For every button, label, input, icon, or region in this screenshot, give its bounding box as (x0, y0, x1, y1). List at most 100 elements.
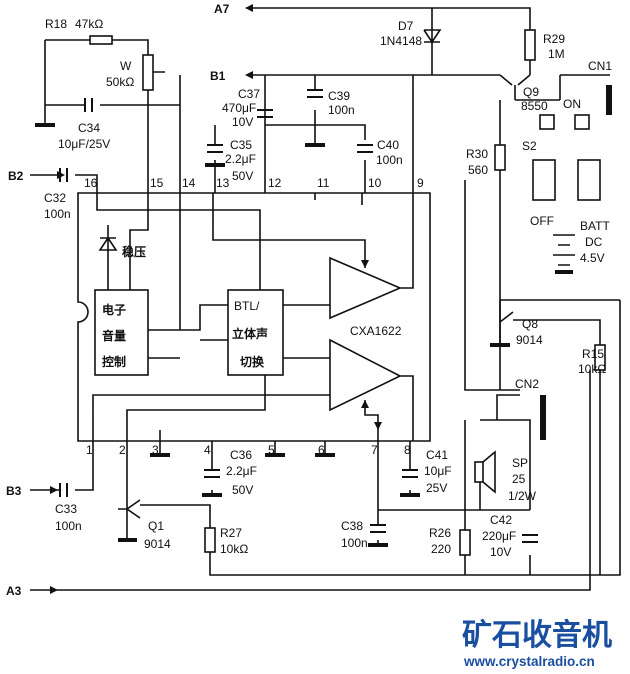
parts-off-label: OFF (530, 214, 554, 228)
parts-c37-ref-label: C37 (238, 87, 260, 101)
pin-3: 3 (152, 443, 159, 457)
parts-r29-val-label: 1M (548, 47, 565, 61)
pin-2: 2 (119, 443, 126, 457)
parts-c36-volt-label: 50V (232, 483, 253, 497)
parts-c34-ref-label: C34 (78, 121, 100, 135)
parts-c41-ref-label: C41 (426, 448, 448, 462)
parts-sp-power-label: 1/2W (508, 489, 537, 503)
net-b3: B3 (6, 484, 22, 498)
parts-q9-val-label: 8550 (521, 99, 548, 113)
net-a3: A3 (6, 584, 22, 598)
parts-batt-val-label: 4.5V (580, 251, 605, 265)
parts-c32-ref-label: C32 (44, 191, 66, 205)
parts-r30-val-label: 560 (468, 163, 488, 177)
parts-d7-ref-label: D7 (398, 19, 414, 33)
pin-12: 12 (268, 176, 282, 190)
components (35, 29, 612, 556)
volume-label-3: 控制 (102, 354, 126, 369)
parts-c35-volt-label: 50V (232, 169, 253, 183)
parts-c39-ref-label: C39 (328, 89, 350, 103)
parts-q8-ref-label: Q8 (522, 317, 538, 331)
w-potentiometer (142, 54, 154, 91)
pin-6: 6 (318, 443, 325, 457)
parts-c36-ref-label: C36 (230, 448, 252, 462)
parts-c33-val-label: 100n (55, 519, 82, 533)
parts-c42-ref-label: C42 (490, 513, 512, 527)
parts-c41-volt-label: 25V (426, 481, 447, 495)
parts-c39-val-label: 100n (328, 103, 355, 117)
speaker-icon (474, 461, 484, 483)
volume-control-block (94, 289, 149, 376)
c35-capacitor (207, 144, 223, 153)
s2-switch-left (532, 159, 556, 201)
q8-transistor (499, 300, 514, 345)
parts-sp-ref-label: SP (512, 456, 528, 470)
c39-capacitor (307, 89, 323, 98)
parts-q1-ref-label: Q1 (148, 519, 164, 533)
parts-r18-val-label: 47kΩ (75, 17, 103, 31)
ic-body (77, 192, 431, 442)
cn2-jack (540, 395, 546, 440)
net-b1: B1 (210, 69, 226, 83)
parts-sp-val-label: 25 (512, 472, 526, 486)
r15-resistor (594, 344, 606, 371)
r18-resistor (89, 35, 113, 45)
btl-label-1: BTL/ (234, 299, 260, 313)
r26-resistor (459, 529, 471, 556)
parts-batt-type-label: DC (585, 235, 603, 249)
parts-c41-val-label: 10μF (424, 464, 452, 478)
pin-16: 16 (84, 176, 98, 190)
regulator-label: 稳压 (122, 244, 146, 259)
pin-8: 8 (404, 443, 411, 457)
pin-4: 4 (204, 443, 211, 457)
parts-r30-ref-label: R30 (466, 147, 488, 161)
pin-14: 14 (182, 176, 196, 190)
pins-top: 16 15 14 13 12 11 10 9 (84, 176, 424, 190)
pin-7: 7 (371, 443, 378, 457)
parts-q9-ref-label: Q9 (523, 85, 539, 99)
external-wiring (30, 7, 621, 591)
pin-13: 13 (216, 176, 230, 190)
pin-10: 10 (368, 176, 382, 190)
parts-q1-val-label: 9014 (144, 537, 171, 551)
c41-capacitor (402, 469, 418, 478)
parts-c33-ref-label: C33 (55, 502, 77, 516)
r27-resistor (204, 527, 216, 553)
volume-label-2: 音量 (102, 328, 126, 343)
c38-capacitor (370, 524, 386, 533)
c40-capacitor (357, 144, 373, 153)
pin-5: 5 (268, 443, 275, 457)
on-contact-right (574, 114, 590, 130)
parts-r15-ref-label: R15 (582, 347, 604, 361)
parts-c32-val-label: 100n (44, 207, 71, 221)
parts-c37-val-label: 470μF (222, 101, 256, 115)
parts-r26-ref-label: R26 (429, 526, 451, 540)
s2-switch-right (577, 159, 601, 201)
pin-15: 15 (150, 176, 164, 190)
parts-r18-ref-label: R18 (45, 17, 67, 31)
parts-cn1-label: CN1 (588, 59, 612, 73)
q1-transistor (118, 499, 141, 519)
parts-r15-val-label: 10kΩ (578, 362, 606, 376)
parts-cn2-label: CN2 (515, 377, 539, 391)
btl-stereo-switch-block (227, 289, 284, 376)
parts-c40-val-label: 100n (376, 153, 403, 167)
r30-resistor (494, 144, 506, 171)
parts-on-label: ON (563, 97, 581, 111)
parts-c38-val-label: 100n (341, 536, 368, 550)
pins-bottom: 1 2 3 4 5 6 7 8 (86, 443, 411, 457)
parts-r29-ref-label: R29 (543, 32, 565, 46)
c32-capacitor (59, 168, 68, 182)
parts-c37-volt-label: 10V (232, 115, 253, 129)
watermark-title: 矿石收音机 (462, 618, 612, 652)
net-b2: B2 (8, 169, 24, 183)
parts-q8-val-label: 9014 (516, 333, 543, 347)
pin-1: 1 (86, 443, 93, 457)
parts-w-ref-label: W (120, 59, 132, 73)
c33-capacitor (59, 483, 68, 497)
parts-w-val-label: 50kΩ (106, 75, 134, 89)
internal-wiring (92, 193, 414, 441)
parts-r26-val-label: 220 (431, 542, 451, 556)
